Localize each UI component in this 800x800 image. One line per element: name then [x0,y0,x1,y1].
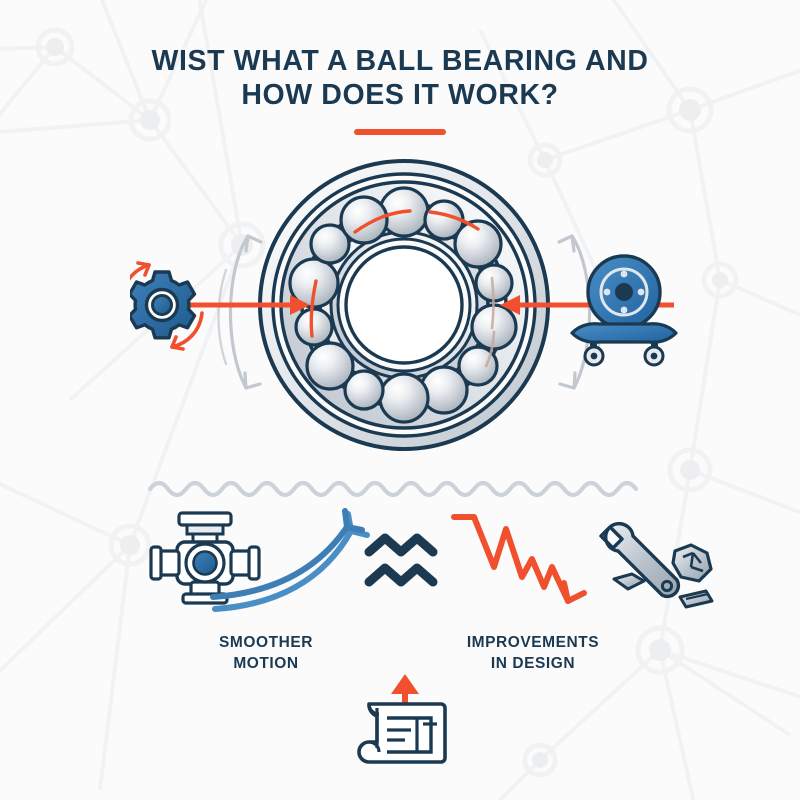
benefit-label-line-2: MOTION [233,655,299,672]
ball-motion-indicators-faint [484,276,496,368]
benefit-label-line-2: IN DESIGN [490,655,576,672]
skateboard-wheel-icon [570,254,678,367]
ball-bearing-diagram [130,159,678,451]
title-underline-accent [354,129,446,135]
page-title-line-2: HOW DOES IT WORK? [241,79,559,111]
page-title: WIST WHAT A BALL BEARING AND HOW DOES IT… [0,44,800,135]
falling-chart-arrow [451,514,587,604]
ball-motion-indicators [309,209,480,338]
benefit-label-improvements-in-design: IMPROVEMENTS IN DESIGN [413,632,653,674]
wrench-and-debris-icon [599,521,714,609]
benefit-label-line-1: IMPROVEMENTS [466,634,600,651]
improvements-in-design-art [451,514,714,609]
benefits-row: SMOOTHER MOTION IMPROVEMENTS IN DESIGN [0,505,800,685]
bearing-balls [288,186,518,424]
smoother-motion-art [149,508,370,612]
blueprint-document-icon [357,674,447,764]
benefit-label-smoother-motion: SMOOTHER MOTION [146,632,386,674]
benefit-label-line-1: SMOOTHER [219,634,313,651]
gear-rotation-arrows [130,261,204,351]
wavy-divider [148,480,639,498]
page-title-line-1: WIST WHAT A BALL BEARING AND [151,45,649,77]
valve-fitting-icon [149,511,261,605]
rising-arrows [210,508,370,612]
double-chevron-waves-icon [364,533,438,587]
gear-icon [130,270,197,340]
